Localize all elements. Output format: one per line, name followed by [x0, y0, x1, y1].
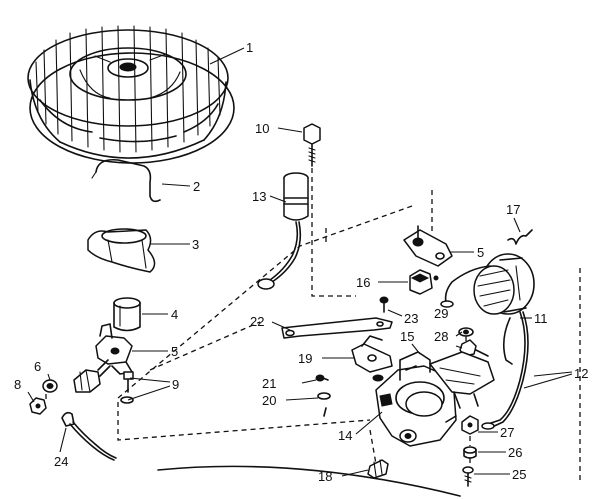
- lever-drawing: [351, 335, 393, 382]
- label-mount-screw: 25: [512, 467, 526, 482]
- label-screw-washer: 9: [172, 377, 179, 392]
- link-bar-drawing: [281, 317, 393, 339]
- label-spacer: 26: [508, 445, 522, 460]
- label-washer: 6: [34, 359, 41, 374]
- label-armature-base: 14: [338, 428, 352, 443]
- lower-stack-drawing: [461, 415, 479, 487]
- cover-boot-drawing: [87, 228, 156, 273]
- screw-washer-drawing: [120, 371, 134, 404]
- label-link-bar: 22: [250, 314, 264, 329]
- lead-wires-drawing: [440, 265, 529, 430]
- label-bolt: 10: [255, 121, 269, 136]
- label-sleeve: 4: [171, 307, 178, 322]
- label-small-screw: 23: [404, 311, 418, 326]
- label-ground-wire: 24: [54, 454, 68, 469]
- flywheel-drawing: [27, 25, 235, 164]
- label-flywheel: 1: [246, 40, 253, 55]
- label-spring-wire: 17: [506, 202, 520, 217]
- terminal-block-drawing: [409, 269, 439, 295]
- plug-drawing: [367, 459, 389, 479]
- washer-nut-upper-drawing: [458, 327, 489, 357]
- label-nut-upper: 28: [434, 329, 448, 344]
- border-arc: [157, 465, 461, 497]
- label-lever: 19: [298, 351, 312, 366]
- label-plug: 18: [318, 469, 332, 484]
- armature-drawing: [375, 351, 495, 447]
- label-screw: 21: [262, 376, 276, 391]
- spring-clip-drawing: [95, 158, 161, 203]
- small-screw-drawing: [379, 296, 389, 313]
- condenser-drawing: [257, 172, 309, 290]
- label-nut-lower: 27: [500, 425, 514, 440]
- label-washer-upper: 29: [434, 306, 448, 321]
- label-condenser: 13: [252, 189, 266, 204]
- label-cover-boot: 3: [192, 237, 199, 252]
- upper-bracket-drawing: [403, 225, 453, 267]
- sleeve-drawing: [113, 297, 141, 332]
- label-bracket-upper: 5: [477, 245, 484, 260]
- part-number-labels: 1 2 3 4 5 5 6 8 9 10 11 12 13 14 15 16 1…: [14, 40, 588, 484]
- label-terminal-block: 16: [356, 275, 370, 290]
- coil-drum-drawing: [473, 253, 535, 315]
- label-lead-wires: 12: [574, 366, 588, 381]
- bracket-drawing: [73, 323, 133, 393]
- ground-wire-drawing: [61, 411, 117, 461]
- label-lock-washer: 20: [262, 393, 276, 408]
- spring-wire-drawing: [507, 229, 533, 245]
- label-armature-arm: 15: [400, 329, 414, 344]
- bolt-drawing: [303, 123, 321, 167]
- screw-lockwasher-drawing: [315, 374, 331, 417]
- label-nut: 8: [14, 377, 21, 392]
- label-bracket: 5: [171, 344, 178, 359]
- leader-lines: [27, 47, 573, 477]
- label-spring-clip: 2: [193, 179, 200, 194]
- label-coil-drum: 11: [534, 311, 548, 326]
- assembly-lines: [45, 168, 581, 482]
